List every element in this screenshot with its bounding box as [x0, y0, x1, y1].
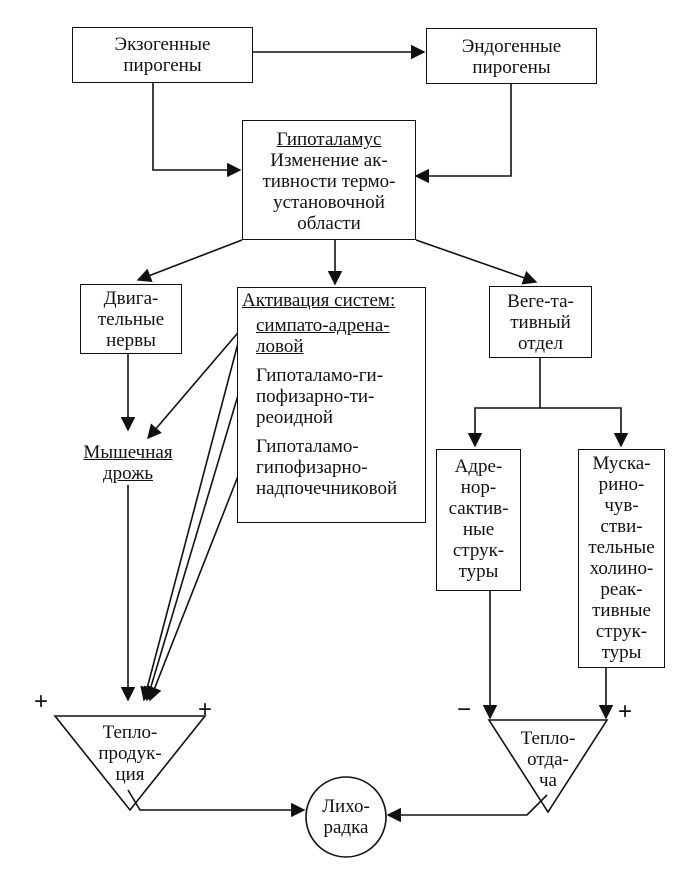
hypothalamus-box: Гипоталамус Изменение ак- тивности термо… — [242, 120, 416, 240]
fever-line: Лихо- — [322, 796, 370, 817]
plus-sign: + — [618, 698, 633, 725]
muscle-tremor-line: Мышечная — [83, 442, 173, 463]
arrow-exogenous-to-hypothalamus — [152, 82, 242, 178]
arrow-vegetative-to-adrenoreactive — [467, 407, 540, 448]
arrow-heat-loss-to-fever — [386, 794, 548, 823]
muscle-tremor-label: Мышечная дрожь — [72, 442, 184, 484]
heat-production-line: ция — [115, 764, 145, 785]
muscle-tremor-line: дрожь — [103, 463, 153, 484]
activation-line: пофизарно-ти- — [256, 386, 375, 407]
arrow-endogenous-to-hypothalamus — [414, 84, 512, 184]
muscarinic-line: реак- — [600, 579, 643, 600]
muscarinic-line: холино- — [589, 558, 654, 579]
adrenoreactive-line: Адре- — [454, 456, 503, 477]
fever-line: радка — [323, 817, 369, 838]
hypothalamus-line: Изменение ак- — [270, 150, 388, 171]
fever-label: Лихо- радка — [306, 796, 386, 838]
motor-nerves-box: Двига- тельные нервы — [80, 284, 182, 354]
muscarinic-line: туры — [601, 642, 642, 663]
muscarinic-line: рино- — [598, 474, 645, 495]
adrenoreactive-line: нор- — [460, 477, 497, 498]
muscarinic-line: тельные — [588, 537, 655, 558]
muscarinic-line: тивные — [592, 600, 651, 621]
plus-sign: + — [198, 696, 213, 723]
heat-production-label: Тепло- продук- ция — [80, 722, 180, 785]
arrow-thyroid-to-heat-production — [143, 381, 243, 702]
adrenoreactive-line: ные — [462, 519, 495, 540]
vegetative-line: тивный — [510, 312, 571, 333]
arrow-hypothalamus-to-vegetative — [415, 239, 538, 285]
endogenous-line: пирогены — [472, 57, 551, 78]
hypothalamus-line: установочной — [273, 192, 385, 213]
motor-nerves-line: тельные — [97, 309, 165, 330]
endogenous-pyrogens-box: Эндогенные пирогены — [426, 28, 597, 84]
arrow-adrenal-to-heat-production — [148, 465, 243, 702]
heat-production-line: продук- — [98, 743, 162, 764]
arrow-vegetative-to-muscarinic — [540, 407, 629, 448]
activation-line: симпато-адрена- — [256, 315, 390, 336]
exogenous-line: пирогены — [123, 55, 202, 76]
adrenoreactive-line: струк- — [452, 540, 505, 561]
exogenous-pyrogens-box: Экзогенные пирогены — [72, 27, 253, 83]
arrow-sympathoadrenal-to-tremor — [147, 327, 243, 440]
endogenous-line: Эндогенные — [461, 36, 562, 57]
heat-loss-triangle — [487, 719, 609, 814]
arrow-hypothalamus-to-motor-nerves — [136, 239, 243, 283]
activation-line: надпочечниковой — [256, 478, 398, 499]
activation-line: гипофизарно- — [256, 457, 368, 478]
heat-production-triangle — [53, 715, 207, 812]
arrow-sympathoadrenal-to-heat-production — [140, 327, 243, 702]
muscarinic-structures-box: Муска- рино- чув- стви- тельные холино- … — [578, 449, 665, 668]
activation-systems-box: Активация систем: симпато-адрена- ловой … — [237, 287, 426, 523]
muscarinic-line: Муска- — [592, 453, 651, 474]
adrenoreactive-line: сактив- — [448, 498, 509, 519]
muscarinic-line: чув- — [604, 495, 639, 516]
activation-item-thyroid: Гипоталамо-ги- пофизарно-ти- реоидной — [256, 365, 425, 428]
exogenous-line: Экзогенные — [114, 34, 211, 55]
hypothalamus-line: тивности термо- — [262, 171, 396, 192]
activation-line: реоидной — [256, 407, 334, 428]
fever-circle — [305, 776, 387, 858]
hypothalamus-line: области — [297, 213, 361, 234]
motor-nerves-line: нервы — [106, 330, 156, 351]
muscarinic-line: струк- — [595, 621, 648, 642]
activation-line: ловой — [256, 336, 304, 357]
heat-loss-label: Тепло- отда- ча — [503, 728, 593, 791]
activation-title: Активация систем: — [242, 290, 396, 311]
adrenoreactive-structures-box: Адре- нор- сактив- ные струк- туры — [436, 449, 521, 591]
minus-sign: − — [457, 696, 472, 723]
arrow-heat-production-to-fever — [127, 789, 306, 818]
heat-production-line: Тепло- — [102, 722, 158, 743]
activation-line: Гипоталамо-ги- — [256, 365, 384, 386]
activation-item-adrenal: Гипоталамо- гипофизарно- надпочечниковой — [256, 436, 425, 499]
adrenoreactive-line: туры — [458, 561, 499, 582]
vegetative-line: Веге-та- — [507, 291, 574, 312]
activation-line: Гипоталамо- — [256, 436, 359, 457]
heat-loss-line: отда- — [527, 749, 569, 770]
vegetative-line: отдел — [518, 333, 563, 354]
activation-item-sympathoadrenal: симпато-адрена- ловой — [256, 315, 425, 357]
muscarinic-line: стви- — [600, 516, 643, 537]
motor-nerves-line: Двига- — [103, 288, 159, 309]
heat-loss-line: ча — [539, 770, 557, 791]
heat-loss-line: Тепло- — [520, 728, 576, 749]
vegetative-department-box: Веге-та- тивный отдел — [489, 286, 592, 358]
hypothalamus-title: Гипоталамус — [276, 129, 382, 150]
plus-sign: + — [34, 688, 49, 715]
